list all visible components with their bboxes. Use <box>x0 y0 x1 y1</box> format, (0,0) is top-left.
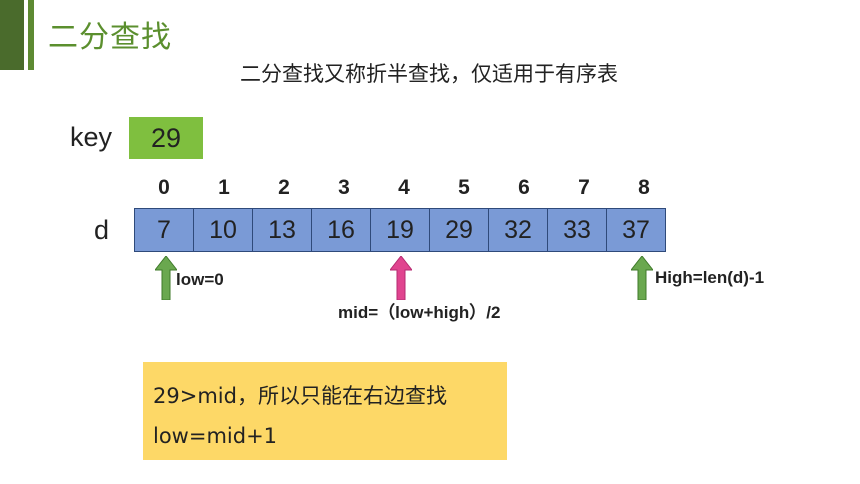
slide-title: 二分查找 <box>48 20 172 55</box>
array-cell: 7 <box>134 208 194 252</box>
note-line-1: 29>mid，所以只能在右边查找 <box>153 384 447 408</box>
header-accent-bar-light <box>28 0 34 70</box>
array-cell: 10 <box>193 208 253 252</box>
key-value-box: 29 <box>129 117 203 159</box>
array-cell: 32 <box>488 208 548 252</box>
array-index: 4 <box>398 176 410 199</box>
high-pointer-arrow-icon <box>631 256 653 300</box>
sorted-array: 7 10 13 16 19 29 32 33 37 <box>134 208 674 252</box>
header-accent-bar-dark <box>0 0 24 70</box>
array-cell: 29 <box>429 208 489 252</box>
array-cell: 37 <box>606 208 666 252</box>
low-pointer-label: low=0 <box>176 270 224 289</box>
slide-subtitle: 二分查找又称折半查找，仅适用于有序表 <box>240 62 618 86</box>
note-line-2: low=mid+1 <box>153 424 278 448</box>
array-indices: 0 1 2 3 4 5 6 7 8 <box>134 176 674 202</box>
array-index: 1 <box>218 176 230 199</box>
array-index: 5 <box>458 176 470 199</box>
array-cell: 13 <box>252 208 312 252</box>
array-index: 7 <box>578 176 590 199</box>
array-cell: 16 <box>311 208 371 252</box>
array-index: 8 <box>638 176 650 199</box>
array-index: 3 <box>338 176 350 199</box>
mid-pointer-label: mid=（low+high）/2 <box>338 303 501 322</box>
array-index: 6 <box>518 176 530 199</box>
explanation-note: 29>mid，所以只能在右边查找 low=mid+1 <box>143 362 507 460</box>
array-index: 2 <box>278 176 290 199</box>
key-label: key <box>70 122 113 152</box>
low-pointer-arrow-icon <box>155 256 177 300</box>
array-label: d <box>94 215 110 245</box>
array-cell: 33 <box>547 208 607 252</box>
array-index: 0 <box>158 176 170 199</box>
high-pointer-label: High=len(d)-1 <box>655 268 765 287</box>
mid-pointer-arrow-icon <box>390 256 412 300</box>
array-cell: 19 <box>370 208 430 252</box>
